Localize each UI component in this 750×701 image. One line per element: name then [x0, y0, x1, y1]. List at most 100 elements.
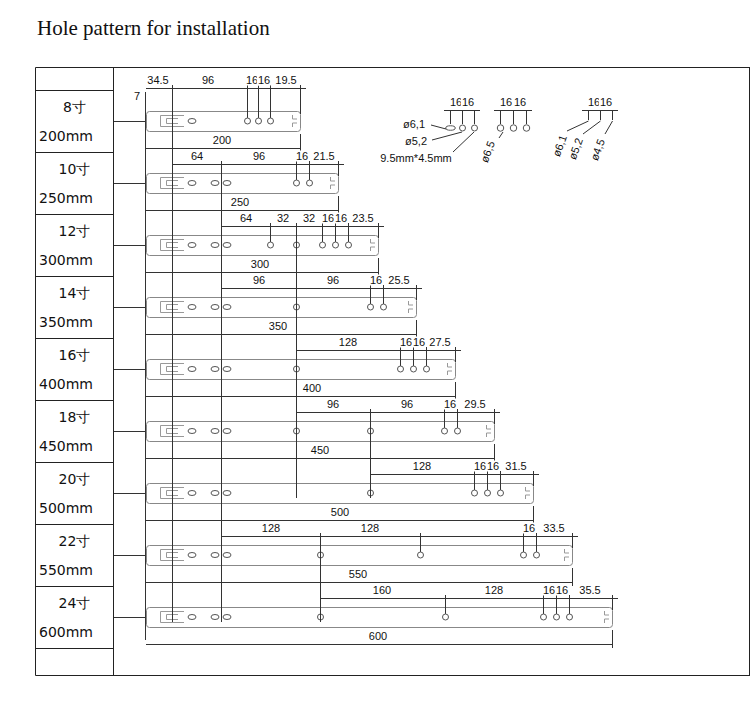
dimension-label: 96 [252, 151, 266, 162]
slide-rail [147, 298, 417, 318]
size-inches: 18寸 [59, 409, 91, 426]
slot-hole [188, 181, 196, 186]
dimension-tick [416, 285, 417, 300]
table-frame [35, 68, 36, 676]
table-row-line [36, 276, 114, 277]
slot-hole [211, 429, 219, 434]
table-row-line [36, 152, 114, 153]
row-leader [114, 245, 146, 246]
dimension-label: 96 [400, 399, 414, 410]
table-row-line [36, 400, 114, 401]
size-mm: 250mm [39, 190, 93, 207]
dimension-line [146, 88, 306, 89]
size-cell: 22寸550mm [36, 525, 113, 586]
dimension-label: 34.5 [146, 75, 169, 86]
table-row-line [36, 586, 114, 587]
dimension-label: 160 [372, 585, 392, 596]
dimension-label: 400 [302, 383, 322, 394]
dimension-label: 19.5 [274, 75, 297, 86]
dimension-label: ø6,1 [551, 133, 570, 159]
mount-hole [381, 304, 387, 310]
mount-hole [307, 180, 313, 186]
length-line [146, 582, 572, 583]
size-mm: 600mm [39, 624, 93, 641]
slot-hole [188, 553, 196, 558]
slot-hole [223, 243, 231, 248]
dimension-tick [533, 471, 534, 486]
dimension-label: ø6,5 [479, 139, 498, 165]
slot-hole [188, 491, 196, 496]
mount-hole [411, 366, 417, 372]
size-cell: 12寸300mm [36, 215, 113, 276]
table-frame [36, 675, 750, 676]
dimension-line [221, 288, 422, 289]
rail-end-notch [409, 301, 414, 305]
slot-hole [223, 615, 231, 620]
mount-hole [245, 118, 251, 124]
slot-hole [223, 429, 231, 434]
slide-rail [147, 422, 495, 442]
rail-end-notch [565, 557, 570, 561]
table-frame [749, 68, 750, 676]
dimension-tick [300, 85, 301, 114]
size-inches: 14寸 [59, 285, 91, 302]
dimension-label: 64 [239, 213, 253, 224]
table-row-line [36, 90, 114, 91]
dimension-tick [600, 110, 601, 120]
rail-end-notch [331, 185, 336, 189]
dimension-label: 128 [261, 523, 281, 534]
dimension-label: 16 [486, 461, 500, 472]
rail-end-notch [371, 239, 376, 243]
size-mm: 450mm [39, 438, 93, 455]
dimension-label: 27.5 [428, 337, 451, 348]
dimension-label: 31.5 [504, 461, 527, 472]
mount-hole [268, 118, 274, 124]
leader-line [453, 132, 474, 152]
dimension-label: 32 [276, 213, 290, 224]
dimension-label: 16 [369, 275, 383, 286]
table-row-line [36, 462, 114, 463]
mount-hole [333, 242, 339, 248]
mount-hole [567, 614, 573, 620]
dimension-tick [494, 409, 495, 424]
dimension-label: ø4,5 [589, 137, 608, 163]
rail-end-notch [565, 549, 570, 553]
dimension-label: 33.5 [542, 523, 565, 534]
page-title: Hole pattern for installation [37, 16, 270, 41]
dimension-label: ø5,2 [404, 136, 428, 147]
reference-line [370, 412, 371, 498]
mount-hole [510, 125, 517, 132]
mount-hole [368, 304, 374, 310]
mount-hole [521, 552, 527, 558]
mount-hole [346, 242, 352, 248]
dimension-label: 550 [348, 569, 368, 580]
slide-rail [147, 546, 573, 566]
row-leader [114, 617, 146, 618]
table-frame [113, 68, 114, 676]
slot-hole [211, 491, 219, 496]
mount-hole [534, 552, 540, 558]
length-line [146, 396, 455, 397]
dimension-label: 128 [360, 523, 380, 534]
dimension-line [296, 412, 500, 413]
slot-hole [188, 367, 196, 372]
dimension-tick [526, 110, 527, 124]
dimension-label: 16 [257, 75, 271, 86]
dimension-label: 32 [302, 213, 316, 224]
length-tick [533, 506, 534, 524]
mount-hole [541, 614, 547, 620]
row-leader [114, 183, 146, 184]
size-inches: 22寸 [59, 533, 91, 550]
size-cell: 24寸600mm [36, 587, 113, 648]
length-line [146, 458, 494, 459]
rail-end-notch [293, 123, 298, 127]
slide-rail [147, 236, 379, 256]
dimension-line [221, 536, 578, 537]
reference-line [145, 92, 146, 640]
dimension-line [296, 350, 461, 351]
slot-hole [188, 243, 196, 248]
dimension-label: 600 [368, 631, 388, 642]
leader-line [567, 121, 589, 131]
rail-end-notch [605, 611, 610, 615]
